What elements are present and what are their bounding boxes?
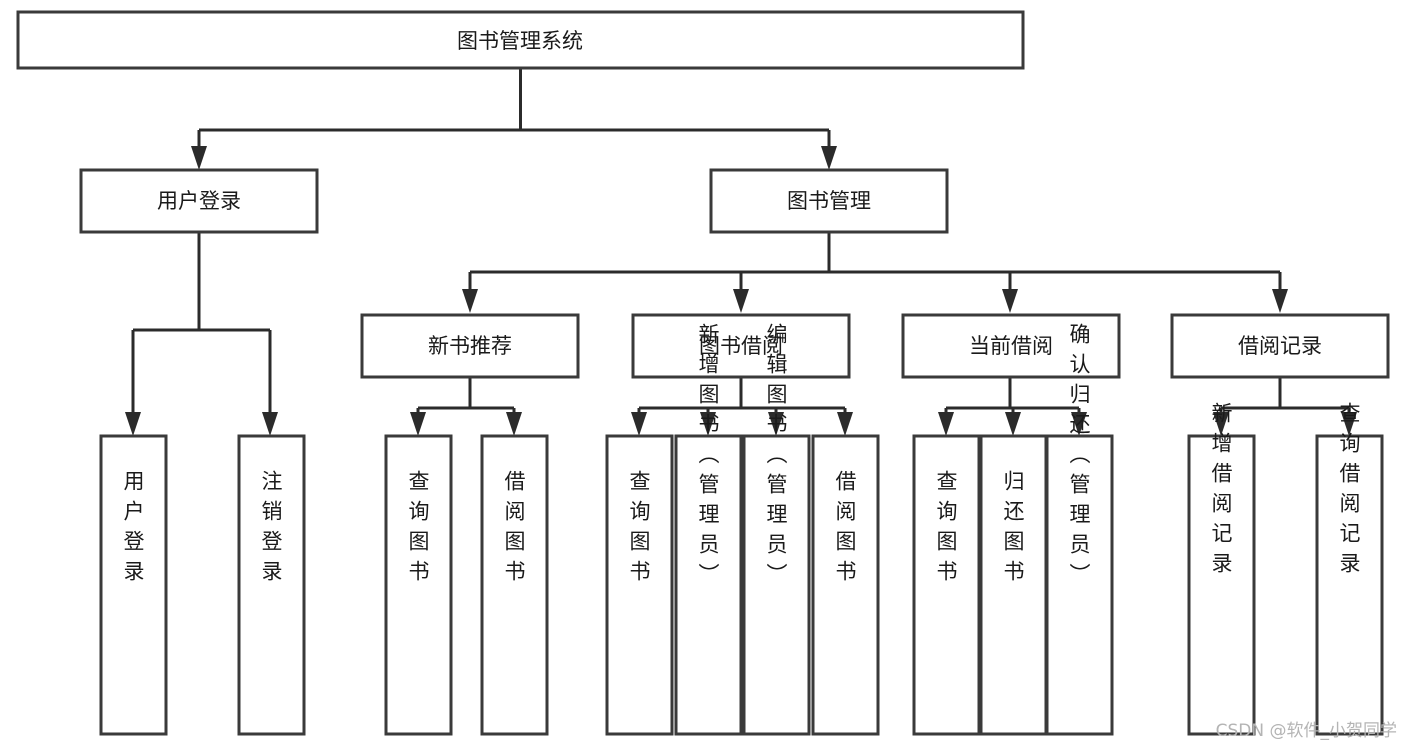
- node-book-management[interactable]: 图书管理: [709, 168, 949, 234]
- node-leaf-edit-book-label: 编辑图书（管理员）: [764, 323, 788, 593]
- node-leaf-add-book-box[interactable]: [674, 434, 743, 736]
- arrowhead-book-borrow: [733, 289, 749, 313]
- node-leaf-add-record[interactable]: 新增借阅记录: [1187, 402, 1256, 736]
- node-book-borrow[interactable]: 图书借阅: [631, 313, 851, 379]
- node-leaf-query-book-3-box[interactable]: [912, 434, 981, 736]
- node-new-book-recommend[interactable]: 新书推荐: [360, 313, 580, 379]
- node-book-borrow-label: 图书借阅: [699, 334, 783, 358]
- node-leaf-query-book-2-label: 查询图书: [627, 470, 651, 590]
- arrowhead-leaf-query-book-1: [410, 412, 426, 436]
- node-leaf-user-logout-box[interactable]: [237, 434, 306, 736]
- node-leaf-return-book-box[interactable]: [979, 434, 1048, 736]
- node-leaf-user-logout-label: 注销登录: [259, 470, 283, 590]
- node-root[interactable]: 图书管理系统: [16, 10, 1025, 70]
- node-leaf-query-record-box[interactable]: [1315, 434, 1384, 736]
- arrowhead-leaf-user-login: [125, 412, 141, 436]
- node-leaf-edit-book-box[interactable]: [742, 434, 811, 736]
- node-root-label: 图书管理系统: [457, 29, 583, 53]
- node-leaf-user-login-label: 用户登录: [121, 470, 145, 590]
- node-leaf-query-book-2-box[interactable]: [605, 434, 674, 736]
- arrowhead-current-borrow: [1002, 289, 1018, 313]
- node-new-book-recommend-label: 新书推荐: [428, 334, 512, 358]
- arrowhead-leaf-query-record: [1341, 412, 1357, 436]
- node-leaf-borrow-book-1[interactable]: 借阅图书: [480, 434, 549, 736]
- node-leaf-confirm-return-label: 确认归还（管理员）: [1067, 323, 1091, 593]
- node-leaf-add-record-box[interactable]: [1187, 434, 1256, 736]
- node-leaf-borrow-book-2-box[interactable]: [811, 434, 880, 736]
- node-current-borrow-box[interactable]: [901, 313, 1121, 379]
- node-book-management-label: 图书管理: [787, 189, 871, 213]
- arrowhead-book-management: [821, 146, 837, 170]
- node-leaf-query-book-1[interactable]: 查询图书: [384, 434, 453, 736]
- node-current-borrow[interactable]: 当前借阅: [901, 313, 1121, 379]
- node-user-login-label: 用户登录: [157, 189, 241, 213]
- arrowhead-leaf-edit-book: [768, 412, 784, 436]
- arrowhead-leaf-query-book-2: [631, 412, 647, 436]
- node-borrow-record-box[interactable]: [1170, 313, 1390, 379]
- node-leaf-borrow-book-1-box[interactable]: [480, 434, 549, 736]
- node-leaf-add-book[interactable]: 新增图书（管理员）: [674, 323, 743, 736]
- node-leaf-confirm-return[interactable]: 确认归还（管理员）: [1045, 323, 1114, 736]
- node-leaf-query-book-3-label: 查询图书: [934, 470, 958, 590]
- node-leaf-edit-book[interactable]: 编辑图书（管理员）: [742, 323, 811, 736]
- arrowhead-leaf-confirm-return: [1071, 412, 1087, 436]
- node-leaf-add-book-label: 新增图书（管理员）: [696, 323, 720, 593]
- node-user-login-box[interactable]: [79, 168, 319, 234]
- arrowhead-leaf-return-book: [1005, 412, 1021, 436]
- node-leaf-user-logout[interactable]: 注销登录: [237, 434, 306, 736]
- node-current-borrow-label: 当前借阅: [969, 334, 1053, 358]
- arrowhead-leaf-borrow-book-2: [837, 412, 853, 436]
- arrowhead-user-login: [191, 146, 207, 170]
- node-root-box[interactable]: [16, 10, 1025, 70]
- node-leaf-query-record-label: 查询借阅记录: [1337, 402, 1361, 582]
- arrowhead-new-book-recommend: [462, 289, 478, 313]
- arrowhead-leaf-user-logout: [262, 412, 278, 436]
- node-leaf-user-login[interactable]: 用户登录: [99, 434, 168, 736]
- node-borrow-record-label: 借阅记录: [1238, 334, 1322, 358]
- node-leaf-query-book-1-box[interactable]: [384, 434, 453, 736]
- arrowhead-leaf-add-book: [700, 412, 716, 436]
- arrowhead-leaf-borrow-book-1: [506, 412, 522, 436]
- node-borrow-record[interactable]: 借阅记录: [1170, 313, 1390, 379]
- node-leaf-query-book-3[interactable]: 查询图书: [912, 434, 981, 736]
- node-leaf-borrow-book-2[interactable]: 借阅图书: [811, 434, 880, 736]
- csdn-watermark: CSDN @软件_小贺同学: [1215, 721, 1397, 741]
- node-leaf-borrow-book-2-label: 借阅图书: [833, 470, 857, 590]
- node-leaf-query-book-1-label: 查询图书: [406, 470, 430, 590]
- node-book-borrow-box[interactable]: [631, 313, 851, 379]
- arrowhead-leaf-query-book-3: [938, 412, 954, 436]
- node-leaf-confirm-return-box[interactable]: [1045, 434, 1114, 736]
- edge-group: [125, 68, 1357, 436]
- arrowhead-leaf-add-record: [1213, 412, 1229, 436]
- node-leaf-borrow-book-1-label: 借阅图书: [502, 470, 526, 590]
- node-leaf-query-record[interactable]: 查询借阅记录: [1315, 402, 1384, 736]
- node-book-management-box[interactable]: [709, 168, 949, 234]
- node-leaf-user-login-box[interactable]: [99, 434, 168, 736]
- node-leaf-query-book-2[interactable]: 查询图书: [605, 434, 674, 736]
- node-leaf-return-book-label: 归还图书: [1001, 470, 1025, 590]
- node-leaf-return-book[interactable]: 归还图书: [979, 434, 1048, 736]
- node-user-login[interactable]: 用户登录: [79, 168, 319, 234]
- node-new-book-recommend-box[interactable]: [360, 313, 580, 379]
- node-leaf-add-record-label: 新增借阅记录: [1209, 402, 1233, 582]
- arrowhead-borrow-record: [1272, 289, 1288, 313]
